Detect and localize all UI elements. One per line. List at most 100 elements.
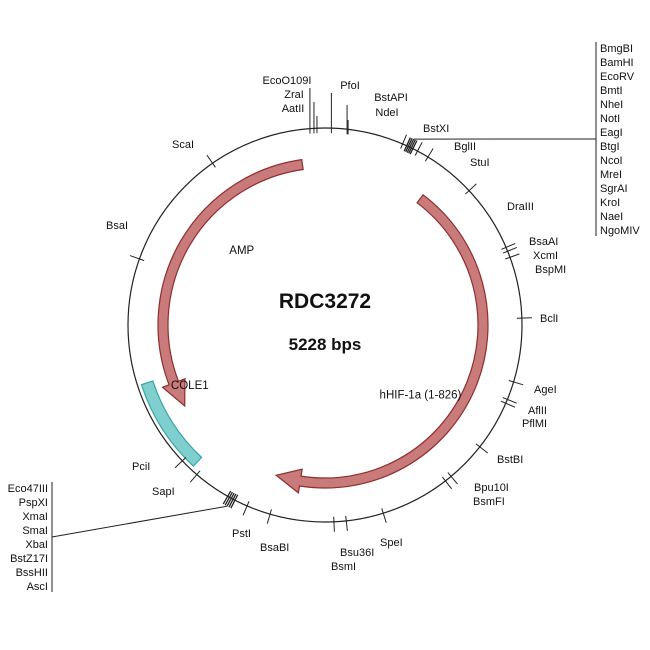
- cluster-label: MreI: [600, 169, 622, 181]
- restriction-site: BclI: [516, 313, 558, 325]
- site-tick: [266, 509, 272, 524]
- restriction-site: AgeI: [508, 380, 557, 396]
- restriction-site: NdeI: [347, 107, 399, 135]
- cluster-tick: [226, 492, 235, 507]
- cluster-label: BtgI: [600, 141, 620, 153]
- site-tick: [501, 400, 516, 408]
- plasmid-size: 5228 bps: [289, 335, 362, 354]
- cluster-label: BssHII: [16, 567, 48, 579]
- restriction-site: BstBI: [475, 443, 523, 466]
- cluster-label: NcoI: [600, 155, 623, 167]
- site-tick: [381, 508, 387, 523]
- site-label: StuI: [470, 157, 490, 169]
- site-label: PfoI: [340, 80, 360, 92]
- cluster-label: NgoMIV: [600, 225, 640, 237]
- plasmid-backbone: [127, 127, 523, 523]
- feature-arc-cole1: [140, 380, 203, 467]
- restriction-site: PfoI: [330, 80, 360, 134]
- site-cluster-right: BmgBIBamHIEcoRVBmtINheINotIEagIBtgINcoIM…: [403, 42, 640, 237]
- site-cluster-left: Eco47IIIPspXIXmaISmaIXbaIBstZ17IBssHIIAs…: [8, 482, 239, 593]
- restriction-site: DraIII: [465, 183, 534, 213]
- site-tick: [505, 253, 520, 260]
- site-tick: [508, 380, 524, 386]
- restriction-site: PflMI: [501, 400, 547, 430]
- cluster-label: SgrAI: [600, 183, 628, 195]
- restriction-site: BglII: [414, 141, 476, 156]
- plasmid-name: RDC3272: [279, 290, 371, 313]
- site-label: BstAPI: [374, 92, 408, 104]
- site-tick: [345, 515, 348, 531]
- cluster-label: NheI: [600, 99, 623, 111]
- site-label: SpeI: [380, 537, 403, 549]
- feature-arc-amp: [157, 158, 304, 408]
- cluster-tick: [228, 493, 237, 508]
- site-label: NdeI: [375, 107, 398, 119]
- site-tick: [242, 501, 250, 516]
- restriction-site: BspMI: [505, 253, 566, 276]
- site-label: BsaBI: [260, 542, 289, 554]
- restriction-sites-layer: EcoO109IZraIAatIIPfoIBstAPINdeIBstXIBglI…: [106, 75, 566, 573]
- cluster-tick: [409, 140, 418, 155]
- restriction-site: EcoO109I: [263, 75, 312, 134]
- site-label: BstBI: [497, 454, 523, 466]
- cluster-label: XbaI: [25, 539, 48, 551]
- restriction-site: Bpu10I: [447, 472, 509, 494]
- site-label: SapI: [152, 486, 175, 498]
- site-label: Bpu10I: [474, 482, 509, 494]
- restriction-site: ZraI: [284, 89, 315, 134]
- cluster-label: BmtI: [600, 85, 623, 97]
- cluster-label: EagI: [600, 127, 623, 139]
- site-tick: [414, 141, 423, 156]
- restriction-site: AflII: [502, 397, 547, 417]
- site-tick: [174, 457, 187, 469]
- restriction-site: ScaI: [172, 139, 216, 168]
- site-tick: [442, 476, 452, 490]
- cluster-label: SmaI: [22, 525, 48, 537]
- cluster-label: EcoRV: [600, 71, 635, 83]
- cluster-tick: [405, 138, 413, 153]
- feature-arc-hif: [274, 193, 489, 495]
- site-tick: [189, 470, 201, 483]
- site-label: PstI: [232, 528, 251, 540]
- site-label: BsaAI: [529, 236, 558, 248]
- cluster-label: NotI: [600, 113, 620, 125]
- cluster-label: KroI: [600, 197, 620, 209]
- restriction-site: AatII: [282, 103, 318, 134]
- restriction-site: XcmI: [502, 246, 558, 262]
- restriction-site: BsaI: [106, 220, 145, 262]
- cluster-tick: [224, 491, 233, 506]
- restriction-site: PciI: [132, 457, 187, 473]
- site-label: DraIII: [507, 201, 534, 213]
- restriction-site: BstAPI: [346, 92, 408, 135]
- site-tick: [465, 183, 477, 195]
- site-clusters-layer: BmgBIBamHIEcoRVBmtINheINotIEagIBtgINcoIM…: [8, 42, 640, 593]
- site-tick: [516, 317, 532, 319]
- restriction-site: SpeI: [380, 508, 403, 549]
- restriction-site: BsaBI: [260, 509, 289, 554]
- cluster-label: BmgBI: [600, 43, 633, 55]
- cluster-label: BstZ17I: [10, 553, 48, 565]
- cluster-label: AscI: [27, 581, 48, 593]
- site-tick: [502, 397, 517, 404]
- feature-label-cole1: COLE1: [171, 380, 209, 392]
- site-tick: [502, 246, 518, 254]
- site-label: Bsu36I: [340, 547, 374, 559]
- restriction-site: StuI: [424, 148, 490, 169]
- site-label: XcmI: [533, 250, 558, 262]
- restriction-site: SapI: [152, 470, 201, 498]
- restriction-site: BsaAI: [501, 236, 558, 250]
- site-label: ZraI: [284, 89, 304, 101]
- site-label: BclI: [540, 313, 558, 325]
- site-label: BsaI: [106, 220, 128, 232]
- site-label: EcoO109I: [263, 75, 312, 87]
- restriction-site: BsmI: [331, 516, 356, 573]
- site-label: BsmFI: [473, 496, 505, 508]
- site-label: ScaI: [172, 139, 194, 151]
- cluster-tick: [403, 137, 412, 152]
- site-tick: [400, 134, 408, 149]
- site-label: AatII: [282, 103, 305, 115]
- site-tick: [447, 472, 458, 485]
- site-label: AflII: [528, 405, 547, 417]
